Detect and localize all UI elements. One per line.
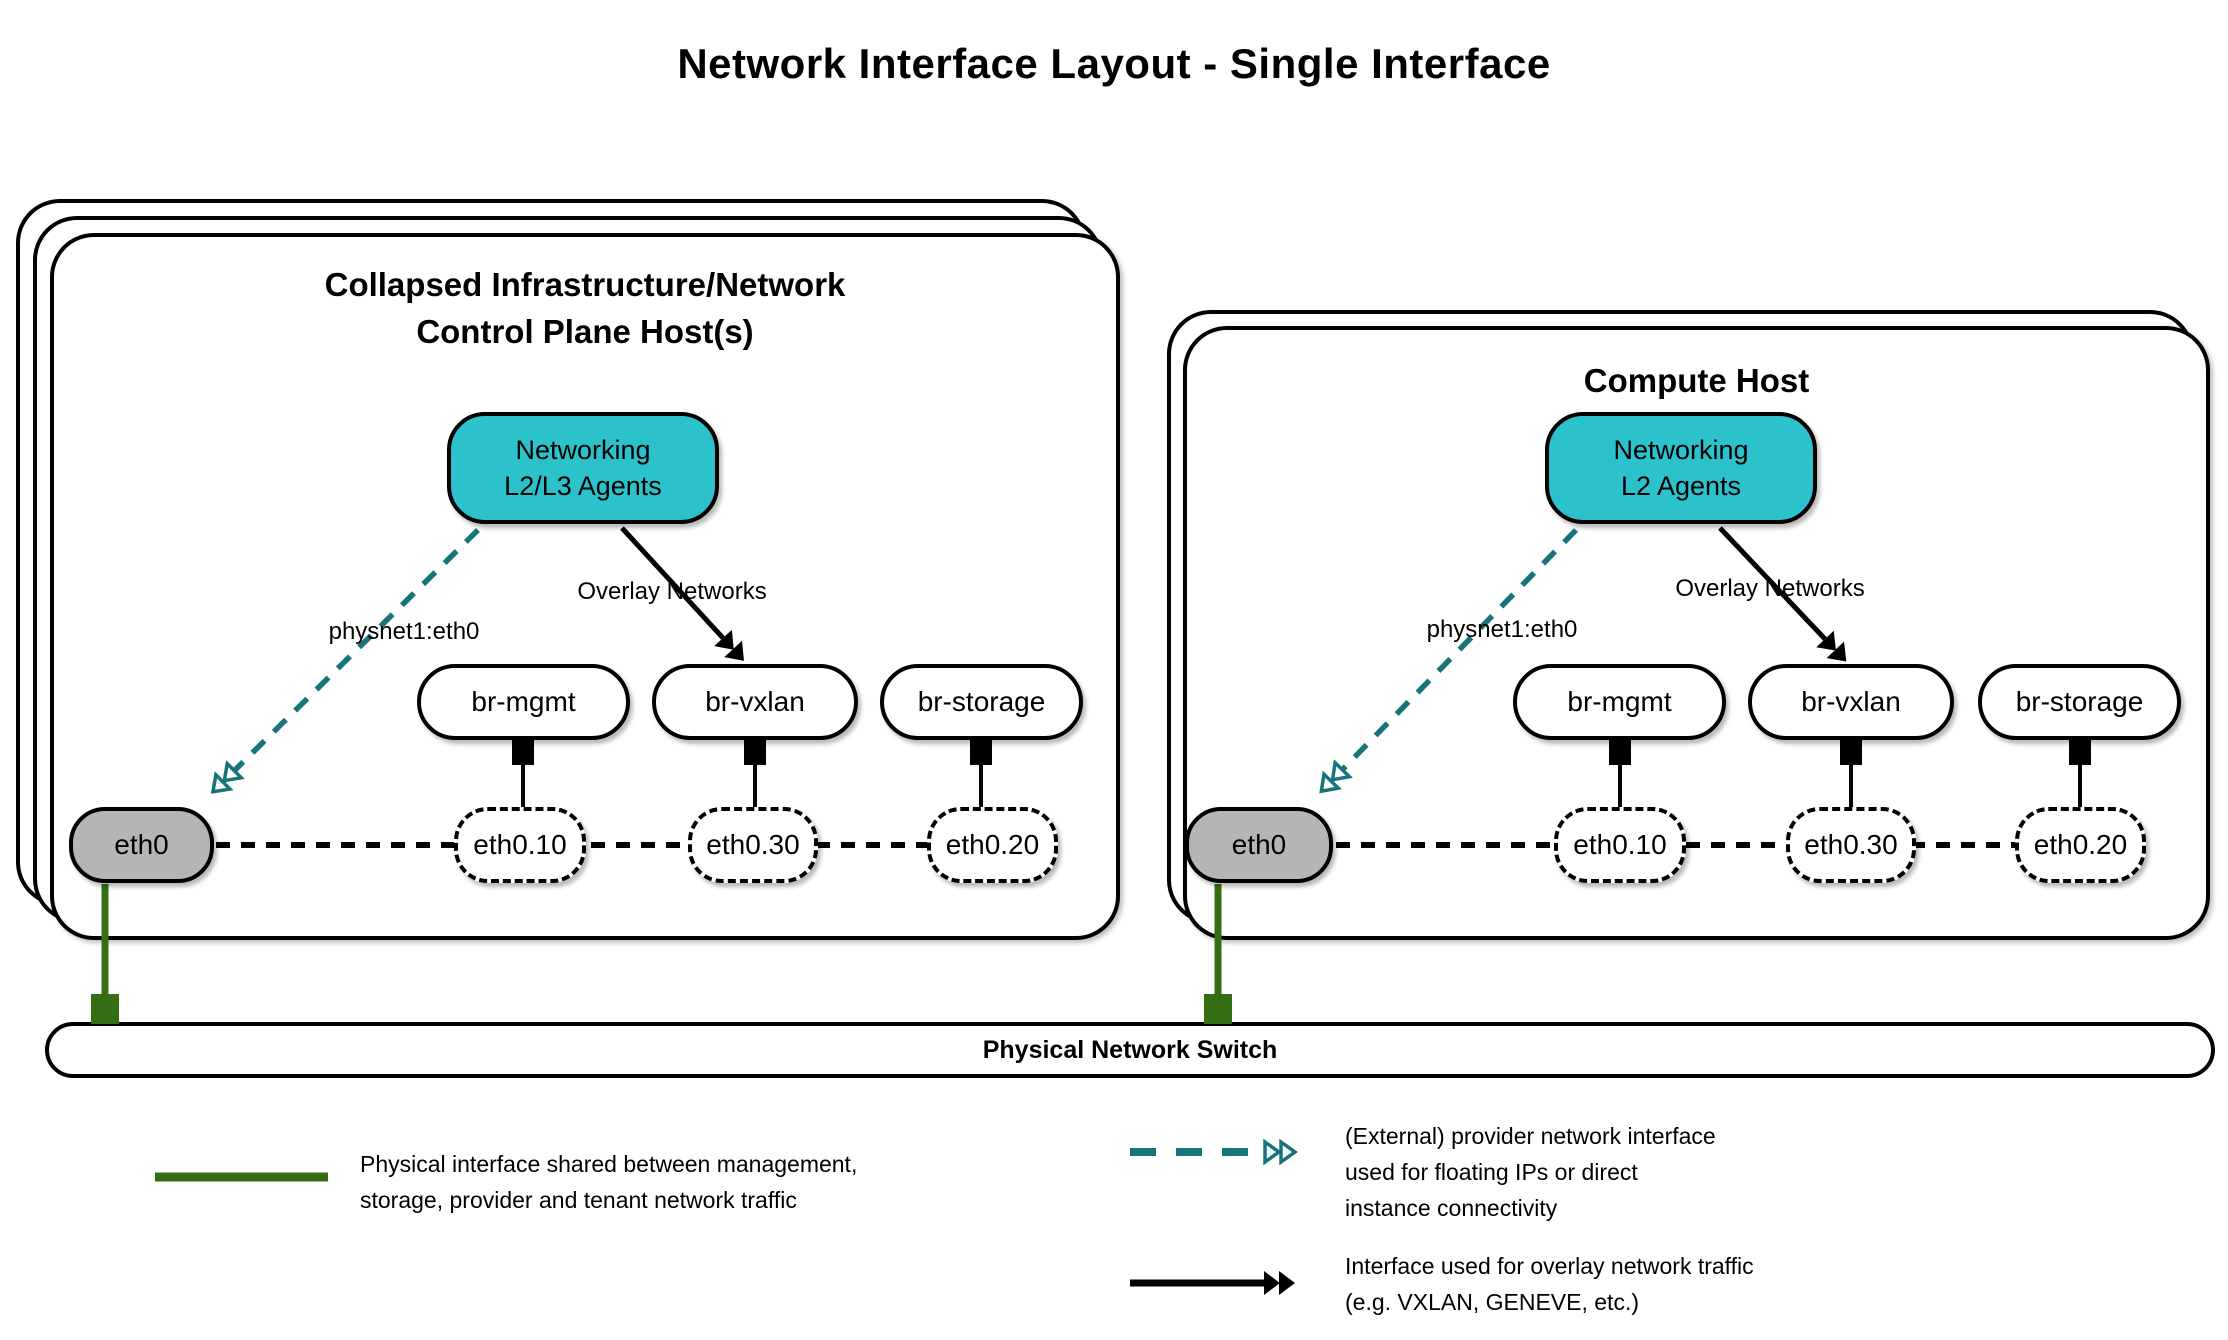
left-switch-connector — [91, 994, 119, 1024]
legend-item-overlay-network: Interface used for overlay network traff… — [1345, 1248, 1754, 1320]
legend-item-provider-network: (External) provider network interface us… — [1345, 1118, 1716, 1226]
left-vlan-eth0-10-node: eth0.10 — [454, 807, 586, 883]
right-overlay-arrow-label: Overlay Networks — [1675, 575, 1865, 602]
left-vlan-eth0-20-node: eth0.20 — [927, 807, 1058, 883]
legend-physical-line1: Physical interface shared between manage… — [360, 1151, 858, 1177]
left-eth0-node: eth0 — [69, 807, 214, 883]
control-plane-host-title-line2: Control Plane Host(s) — [416, 312, 754, 350]
right-agents-label-line2: L2 Agents — [1620, 471, 1742, 501]
left-provider-arrow-label: physnet1:eth0 — [328, 618, 480, 645]
physical-network-switch-label: Physical Network Switch — [982, 1035, 1278, 1064]
legend-provider-line1: (External) provider network interface — [1345, 1123, 1716, 1149]
right-eth0-node: eth0 — [1185, 807, 1333, 883]
control-plane-host-title-line1: Collapsed Infrastructure/Network — [324, 266, 846, 303]
left-networking-agents-node: Networking L2/L3 Agents — [447, 412, 719, 524]
right-vlan-eth0-20-node: eth0.20 — [2015, 807, 2146, 883]
right-provider-arrow-label: physnet1:eth0 — [1426, 616, 1578, 643]
right-agents-label-line1: Networking — [1613, 434, 1749, 465]
right-networking-agents-node: Networking L2 Agents — [1545, 412, 1817, 524]
right-bridge-br-mgmt: br-mgmt — [1513, 664, 1726, 740]
control-plane-host-title: Collapsed Infrastructure/Network Control… — [90, 262, 1080, 356]
left-agents-label-line1: Networking — [515, 434, 651, 465]
legend-item-physical-interface: Physical interface shared between manage… — [360, 1146, 857, 1218]
legend-overlay-line1: Interface used for overlay network traff… — [1345, 1253, 1754, 1279]
legend-provider-line2: used for floating IPs or direct — [1345, 1159, 1638, 1185]
physical-network-switch: Physical Network Switch — [45, 1022, 2215, 1078]
right-switch-connector — [1204, 994, 1232, 1024]
compute-host-title-line1: Compute Host — [1583, 362, 1810, 399]
left-vlan-eth0-30-node: eth0.30 — [688, 807, 818, 883]
right-vlan-eth0-10-node: eth0.10 — [1554, 807, 1686, 883]
right-bridge-br-vxlan: br-vxlan — [1748, 664, 1954, 740]
compute-host-title: Compute Host — [1183, 358, 2210, 405]
legend-overlay-line2: (e.g. VXLAN, GENEVE, etc.) — [1345, 1289, 1639, 1315]
left-overlay-arrow-label: Overlay Networks — [577, 578, 767, 605]
page-title: Network Interface Layout - Single Interf… — [677, 40, 1551, 87]
right-vlan-eth0-30-node: eth0.30 — [1786, 807, 1916, 883]
legend-physical-line2: storage, provider and tenant network tra… — [360, 1187, 797, 1213]
left-bridge-br-mgmt: br-mgmt — [417, 664, 630, 740]
left-agents-label-line2: L2/L3 Agents — [504, 471, 662, 501]
left-bridge-br-storage: br-storage — [880, 664, 1083, 740]
left-bridge-br-vxlan: br-vxlan — [652, 664, 858, 740]
right-bridge-br-storage: br-storage — [1978, 664, 2181, 740]
legend-provider-line3: instance connectivity — [1345, 1195, 1558, 1221]
